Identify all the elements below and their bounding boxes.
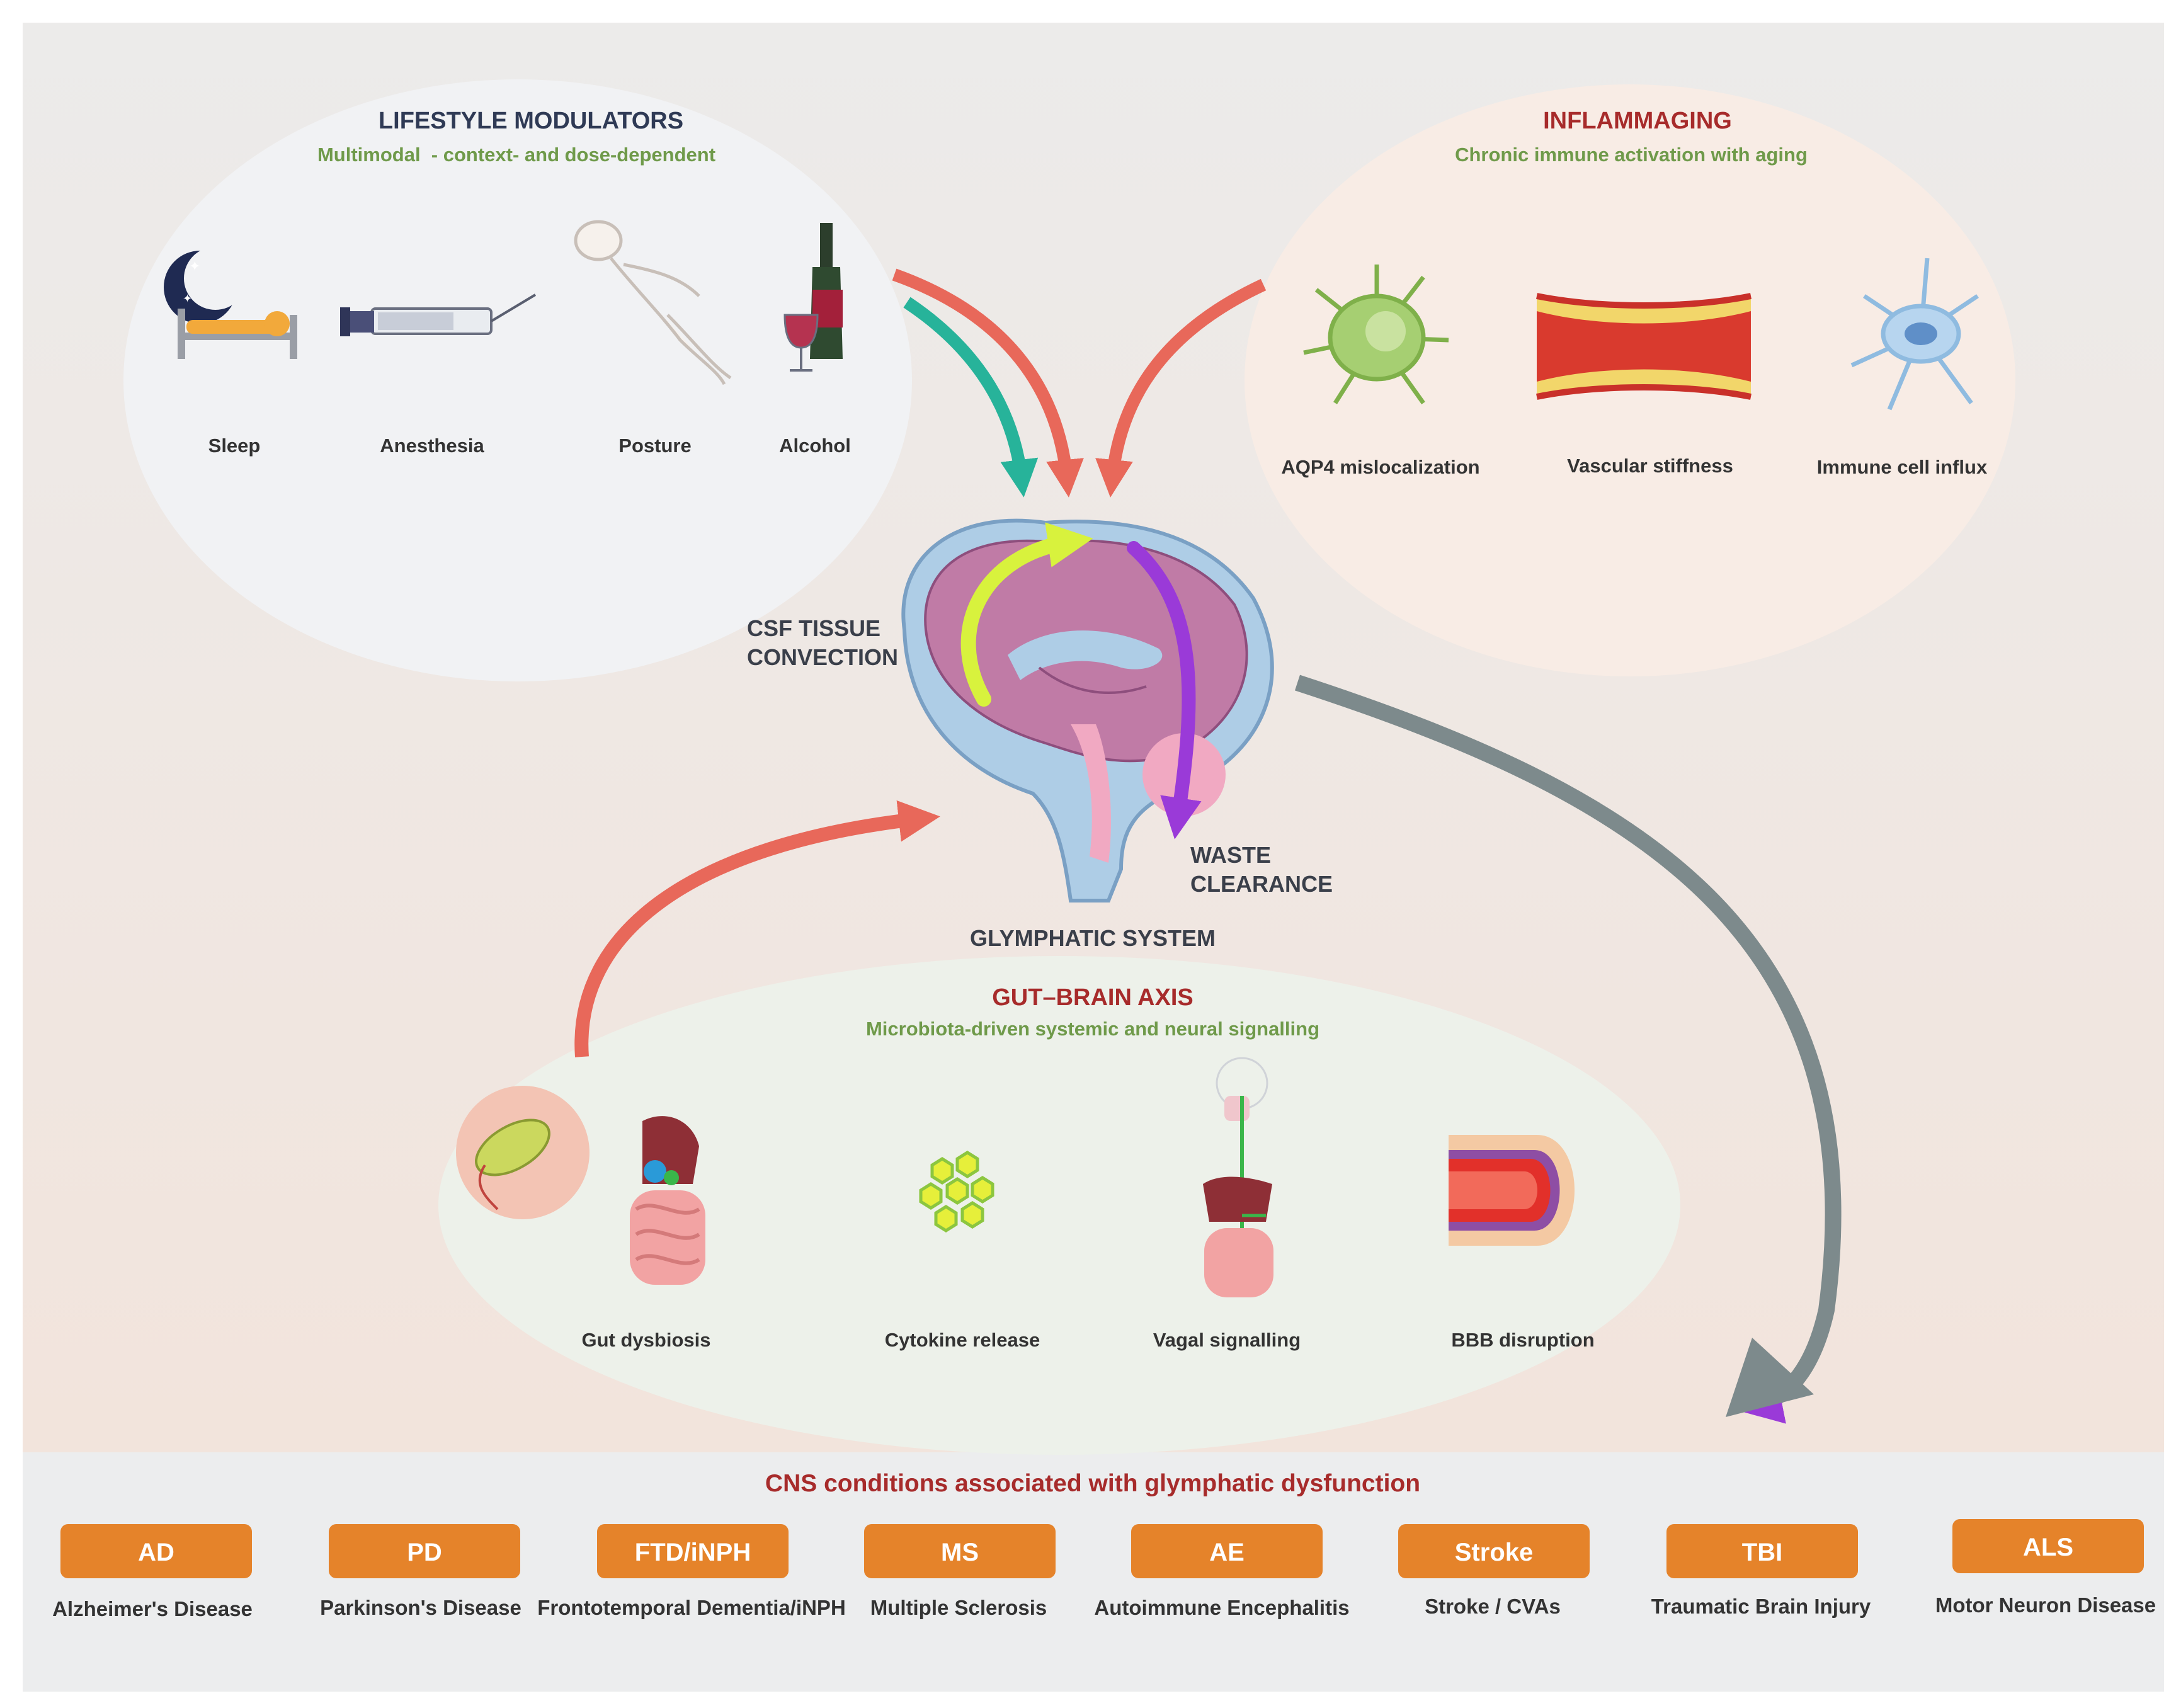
condition-abbr-ms: MS bbox=[941, 1539, 979, 1566]
condition-ad[interactable]: AD Alzheimer's Disease bbox=[52, 1524, 253, 1620]
glymphatic-to-conditions-arrow bbox=[1294, 675, 1842, 1424]
condition-abbr-ae: AE bbox=[1209, 1539, 1245, 1566]
lifestyle-item-label-anesthesia: Anesthesia bbox=[380, 435, 484, 457]
condition-als[interactable]: ALS Motor Neuron Disease bbox=[1935, 1519, 2156, 1617]
immune-cell-icon bbox=[1850, 258, 1979, 411]
condition-pill-ae[interactable] bbox=[1131, 1524, 1323, 1578]
lifestyle-arrow-teal bbox=[903, 297, 1039, 498]
vessel-wall-icon bbox=[1449, 1135, 1575, 1246]
gut-brain-item-label-dysbiosis: Gut dysbiosis bbox=[582, 1329, 711, 1351]
lifestyle-item-label-posture: Posture bbox=[618, 435, 691, 457]
vagus-nerve-icon bbox=[1203, 1057, 1273, 1297]
condition-name-ad: Alzheimer's Disease bbox=[52, 1597, 253, 1620]
lifestyle-arrow-red bbox=[892, 268, 1084, 498]
svg-text:✦: ✦ bbox=[183, 292, 192, 305]
condition-abbr-ftd-inph: FTD/iNPH bbox=[635, 1539, 751, 1566]
lifestyle-title: LIFESTYLE MODULATORS bbox=[379, 108, 683, 134]
condition-name-ae: Autoimmune Encephalitis bbox=[1094, 1596, 1349, 1619]
waste-label-line2: CLEARANCE bbox=[1190, 871, 1333, 897]
conditions-arrowhead bbox=[1726, 1338, 1814, 1417]
waste-flow-arrow bbox=[1127, 541, 1202, 840]
condition-ae[interactable]: AE Autoimmune Encephalitis bbox=[1094, 1524, 1350, 1619]
csf-flow-arrow bbox=[960, 522, 1093, 707]
condition-name-ms: Multiple Sclerosis bbox=[870, 1596, 1047, 1619]
condition-abbr-als: ALS bbox=[2023, 1534, 2073, 1561]
inflammaging-panel: INFLAMMAGING Chronic immune activation w… bbox=[1245, 84, 2015, 676]
condition-ftd-inph[interactable]: FTD/iNPH Frontotemporal Dementia/iNPH bbox=[537, 1524, 846, 1619]
condition-name-pd: Parkinson's Disease bbox=[320, 1596, 521, 1619]
conditions-title: CNS conditions associated with glymphati… bbox=[765, 1470, 1420, 1497]
condition-name-als: Motor Neuron Disease bbox=[1935, 1593, 2156, 1617]
condition-abbr-stroke: Stroke bbox=[1455, 1539, 1534, 1566]
lifestyle-subtitle: Multimodal - context- and dose-dependent bbox=[317, 144, 715, 166]
glymphatic-system-label: GLYMPHATIC SYSTEM bbox=[970, 925, 1216, 951]
condition-name-stroke: Stroke / CVAs bbox=[1425, 1595, 1561, 1618]
gut-brain-ellipse bbox=[438, 956, 1680, 1455]
condition-pill-als[interactable] bbox=[1952, 1519, 2144, 1573]
condition-name-ftd-inph: Frontotemporal Dementia/iNPH bbox=[537, 1596, 846, 1619]
inflammaging-item-label-aqp4: AQP4 mislocalization bbox=[1281, 456, 1479, 478]
gut-brain-title: GUT–BRAIN AXIS bbox=[992, 984, 1193, 1011]
condition-pill-stroke[interactable] bbox=[1398, 1524, 1590, 1578]
gut-brain-item-label-bbb: BBB disruption bbox=[1451, 1329, 1594, 1351]
reclining-body-icon bbox=[574, 220, 732, 385]
gut-bacteria-icon bbox=[456, 1086, 705, 1285]
condition-stroke[interactable]: Stroke Stroke / CVAs bbox=[1398, 1524, 1590, 1618]
artery-section-icon bbox=[1536, 293, 1752, 400]
lifestyle-ellipse bbox=[123, 79, 912, 681]
condition-pill-tbi[interactable] bbox=[1666, 1524, 1858, 1578]
inflammaging-arrow bbox=[1095, 278, 1267, 498]
condition-pill-ftd-inph[interactable] bbox=[597, 1524, 789, 1578]
condition-abbr-pd: PD bbox=[407, 1539, 442, 1566]
condition-pill-pd[interactable] bbox=[329, 1524, 520, 1578]
gut-brain-arrow bbox=[574, 800, 940, 1057]
gut-brain-subtitle: Microbiota-driven systemic and neural si… bbox=[866, 1018, 1319, 1040]
condition-abbr-ad: AD bbox=[138, 1539, 174, 1566]
astrocyte-icon bbox=[1303, 265, 1449, 405]
condition-abbr-tbi: TBI bbox=[1742, 1539, 1782, 1566]
syringe-icon bbox=[340, 293, 537, 336]
csf-label-line2: CONVECTION bbox=[747, 644, 898, 670]
condition-ms[interactable]: MS Multiple Sclerosis bbox=[864, 1524, 1056, 1619]
inflammaging-item-label-immune: Immune cell influx bbox=[1817, 456, 1988, 478]
condition-pd[interactable]: PD Parkinson's Disease bbox=[320, 1524, 521, 1619]
inflammaging-title: INFLAMMAGING bbox=[1543, 108, 1732, 134]
cytokine-icon bbox=[919, 1151, 994, 1233]
condition-pill-ad[interactable] bbox=[60, 1524, 252, 1578]
gut-brain-item-label-cytokine: Cytokine release bbox=[885, 1329, 1040, 1351]
lifestyle-item-label-alcohol: Alcohol bbox=[779, 435, 851, 457]
csf-label-line1: CSF TISSUE bbox=[747, 615, 880, 641]
condition-name-tbi: Traumatic Brain Injury bbox=[1651, 1595, 1871, 1618]
condition-pill-ms[interactable] bbox=[864, 1524, 1056, 1578]
waste-label-line1: WASTE bbox=[1190, 842, 1271, 868]
inflammaging-subtitle: Chronic immune activation with aging bbox=[1455, 144, 1808, 166]
condition-tbi[interactable]: TBI Traumatic Brain Injury bbox=[1651, 1524, 1871, 1618]
svg-text:✦: ✦ bbox=[189, 259, 200, 275]
wine-bottle-icon bbox=[783, 223, 843, 372]
sleeping-person-icon: ✦ ✦ bbox=[164, 247, 297, 359]
lifestyle-item-label-sleep: Sleep bbox=[208, 435, 261, 457]
lifestyle-panel: LIFESTYLE MODULATORS Multimodal - contex… bbox=[123, 79, 912, 681]
gut-brain-item-label-vagal: Vagal signalling bbox=[1153, 1329, 1301, 1351]
inflammaging-item-label-vascular: Vascular stiffness bbox=[1567, 455, 1733, 477]
gut-brain-panel: GUT–BRAIN AXIS Microbiota-driven systemi… bbox=[438, 956, 1680, 1455]
